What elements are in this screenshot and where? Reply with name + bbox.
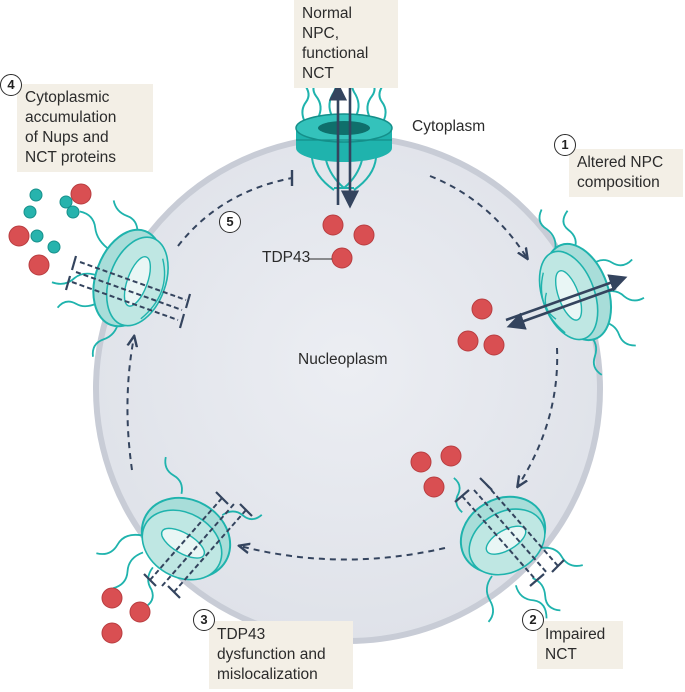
tdp43-protein [8, 225, 30, 247]
tdp43-proteins [8, 183, 505, 644]
tdp43-blocked-arrows [149, 497, 247, 593]
tdp43-protein [322, 214, 344, 236]
label-cytoplasm: Cytoplasm [412, 118, 486, 135]
step-number-3: 3 [193, 609, 215, 631]
nup-protein [30, 229, 44, 243]
label-step-4: Cytoplasmic accumulation of Nups and NCT… [17, 84, 153, 172]
npc-accumulation [51, 200, 169, 357]
cycle-arrow-3 [240, 546, 446, 561]
label-step-3: TDP43 dysfunction and mislocalization [209, 621, 353, 689]
tdp43-protein [353, 224, 375, 246]
label-step-1: Altered NPC composition [569, 149, 683, 197]
nup-protein [59, 195, 73, 209]
tdp43-protein [129, 601, 151, 623]
tdp43-protein [423, 476, 445, 498]
accumulation-blocked-arrows [71, 261, 187, 321]
nup-protein [23, 205, 37, 219]
nup-protein [29, 188, 43, 202]
tdp43-protein [331, 247, 353, 269]
tdp43-protein [101, 622, 123, 644]
nup-protein [47, 240, 61, 254]
nup-protein [66, 205, 80, 219]
cycle-arrow-1 [429, 175, 527, 258]
tdp43-protein [101, 587, 123, 609]
tdp43-protein [483, 334, 505, 356]
step-number-5: 5 [219, 211, 241, 233]
cycle-arrow-4 [126, 337, 134, 471]
label-tdp43: TDP43 [262, 249, 311, 266]
label-normal-npc: Normal NPC, functional NCT [294, 0, 398, 88]
impaired-blocked-arrows [461, 483, 559, 581]
cycle-arrows [126, 170, 559, 561]
tdp43-protein [70, 183, 92, 205]
step-number-1: 1 [554, 134, 576, 156]
tdp43-protein [410, 451, 432, 473]
tdp43-protein [28, 254, 50, 276]
altered-arrow-out [506, 286, 617, 330]
npc-impaired [453, 477, 583, 623]
label-nucleoplasm: Nucleoplasm [298, 351, 388, 368]
step-number-2: 2 [522, 609, 544, 631]
cycle-arrow-5 [177, 177, 293, 247]
npc-altered [538, 209, 645, 376]
step-number-4: 4 [0, 74, 22, 96]
tdp43-protein [440, 445, 462, 467]
tdp43-protein [457, 330, 479, 352]
cycle-arrow-2 [518, 347, 559, 486]
label-step-2: Impaired NCT [537, 621, 623, 669]
nup-proteins [23, 188, 80, 254]
tdp43-protein [471, 298, 493, 320]
